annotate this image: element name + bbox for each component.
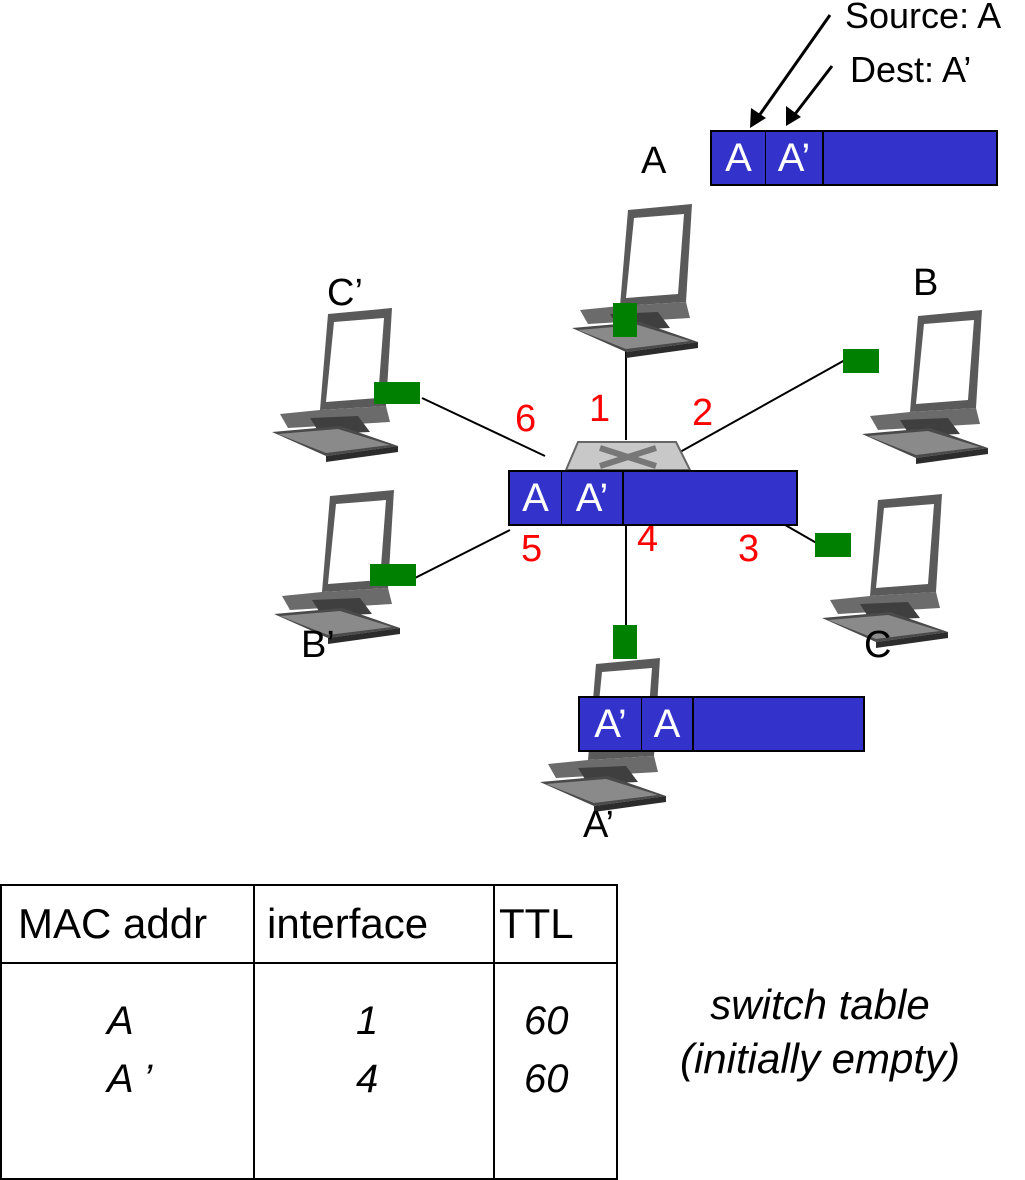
ttl-entry: 60 (524, 999, 569, 1043)
caption-line-2: (initially empty) (679, 1035, 961, 1082)
nic-host-b (843, 349, 879, 373)
header-interface: interface (253, 884, 495, 964)
frame-bottom: A’ A (578, 696, 865, 752)
switch-table: MAC addr interface TTL A A ’ 1 4 60 60 (0, 884, 618, 1180)
host-b-label: B (913, 262, 939, 304)
frame-top: A A’ (710, 130, 998, 186)
interface-entry: 4 (356, 1057, 379, 1101)
header-mac-addr: MAC addr (0, 884, 255, 964)
host-a-label: A (641, 140, 667, 182)
port-1: 1 (589, 388, 611, 430)
table-row: A A ’ 1 4 60 60 (0, 963, 618, 1180)
mac-entry: A ’ (107, 1057, 153, 1101)
nic-host-b-prime (370, 564, 416, 586)
dest-label: Dest: A’ (850, 49, 972, 90)
nic-host-c-prime (374, 382, 420, 404)
mac-column: A A ’ (0, 963, 255, 1180)
caption-line-1: switch table (710, 981, 930, 1028)
frame-bottom-dest: A’ (580, 698, 642, 750)
port-6: 6 (515, 398, 537, 440)
host-c-prime-label: C’ (327, 272, 363, 314)
port-2: 2 (692, 392, 714, 434)
mac-entry: A (107, 999, 134, 1043)
header-ttl: TTL (493, 884, 618, 964)
nic-host-a-prime (613, 625, 637, 659)
frame-top-source: A (712, 132, 766, 184)
switch-table-caption: switch table (initially empty) (650, 978, 990, 1086)
port-4: 4 (637, 518, 659, 560)
host-b-prime-label: B’ (301, 624, 335, 666)
frame-switch-dest: A’ (562, 472, 624, 524)
frame-top-dest: A’ (766, 132, 824, 184)
switch-table-header: MAC addr interface TTL (0, 884, 618, 964)
port-5: 5 (521, 528, 543, 570)
ttl-column: 60 60 (493, 963, 618, 1180)
frame-switch-source: A (510, 472, 562, 524)
frame-bottom-source: A (642, 698, 694, 750)
host-a-prime-label: A’ (583, 804, 614, 846)
port-3: 3 (738, 528, 760, 570)
ttl-entry: 60 (524, 1057, 569, 1101)
interface-column: 1 4 (253, 963, 495, 1180)
nic-host-c (815, 533, 851, 557)
host-c-label: C (864, 624, 892, 666)
host-b-computer-icon (862, 310, 988, 464)
nic-host-a (613, 303, 637, 337)
source-label: Source: A (845, 0, 1002, 36)
frame-switch: A A’ (508, 470, 798, 526)
interface-entry: 1 (356, 999, 379, 1043)
